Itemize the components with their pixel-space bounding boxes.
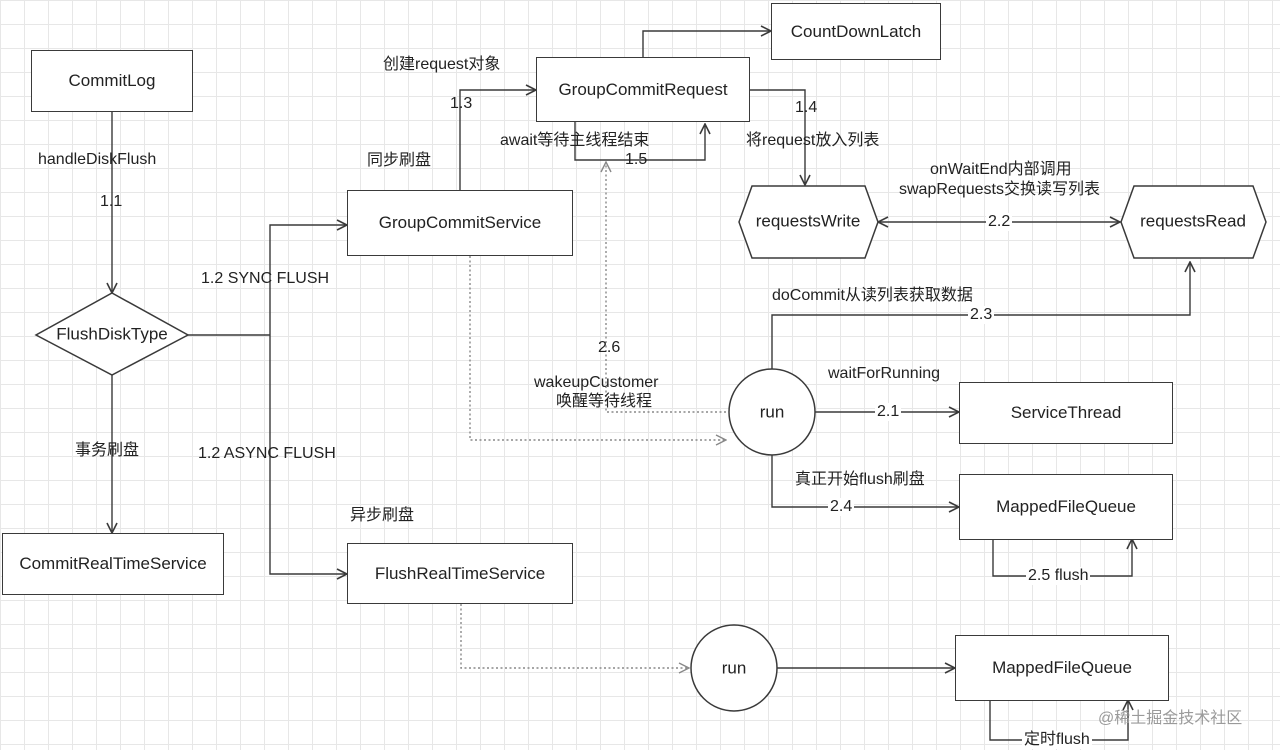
edge-async-flushrealtime — [269, 335, 347, 574]
edge-countdownlatch — [642, 31, 771, 57]
node-requestswrite — [738, 185, 879, 259]
label-async-flush: 1.2 ASYNC FLUSH — [198, 445, 336, 462]
node-requestswrite-label: requestsWrite — [756, 211, 861, 230]
label-step-2-1: 2.1 — [875, 403, 902, 421]
label-real-flush-start: 真正开始flush刷盘 — [795, 471, 925, 488]
node-run-sync-label: run — [760, 402, 785, 421]
edge-sync-groupcommitservice — [269, 225, 347, 335]
node-countdownlatch: CountDownLatch — [771, 3, 941, 60]
label-sync-flush: 1.2 SYNC FLUSH — [201, 270, 330, 287]
label-wait-for-running: waitForRunning — [828, 365, 941, 382]
watermark: @稀土掘金技术社区 — [1098, 710, 1243, 727]
node-requestsread-label: requestsRead — [1140, 211, 1246, 230]
label-step-2-3: 2.3 — [968, 306, 995, 324]
label-create-request: 创建request对象 — [383, 56, 501, 73]
label-handle-disk-flush: handleDiskFlush — [38, 151, 157, 168]
label-wakeup-customer: wakeupCustomer — [534, 374, 659, 391]
node-commitrealtimeservice: CommitRealTimeService — [2, 533, 224, 595]
node-flushdisktype — [34, 292, 190, 376]
label-do-commit: doCommit从读列表获取数据 — [772, 287, 973, 304]
label-timed-flush: 定时flush — [1022, 731, 1092, 749]
label-step-1-5: 1.5 — [625, 151, 648, 168]
node-flushrealtimeservice: FlushRealTimeService — [347, 543, 573, 604]
edge-dotted-flushrealtime-run — [460, 604, 689, 668]
label-transaction-flush: 事务刷盘 — [75, 442, 140, 459]
edge-1-5 — [574, 122, 705, 161]
label-put-request: 将request放入列表 — [746, 132, 880, 149]
edge-1-3 — [459, 90, 536, 190]
label-step-2-2: 2.2 — [986, 213, 1013, 231]
node-run-async — [690, 624, 778, 712]
node-commitlog: CommitLog — [31, 50, 193, 112]
node-requestsread — [1120, 185, 1267, 259]
label-sync-disk-flush: 同步刷盘 — [367, 152, 432, 169]
label-wakeup-waiting: 唤醒等待线程 — [556, 393, 653, 410]
node-mappedfilequeue-async: MappedFileQueue — [955, 635, 1169, 701]
label-on-wait-end: onWaitEnd内部调用 — [930, 161, 1072, 178]
edge-1-4 — [750, 89, 805, 185]
label-await-main: await等待主线程结束 — [500, 132, 650, 149]
node-mappedfilequeue-sync: MappedFileQueue — [959, 474, 1173, 540]
label-step-1-4: 1.4 — [795, 99, 818, 116]
node-run-async-label: run — [722, 658, 747, 677]
node-flushdisktype-label: FlushDiskType — [56, 324, 167, 343]
node-groupcommitservice: GroupCommitService — [347, 190, 573, 256]
label-async-disk-flush: 异步刷盘 — [350, 507, 415, 524]
node-groupcommitrequest: GroupCommitRequest — [536, 57, 750, 122]
label-step-2-5: 2.5 flush — [1026, 567, 1091, 585]
node-run-sync — [728, 368, 816, 456]
label-step-1-3: 1.3 — [450, 95, 473, 112]
label-step-1-1: 1.1 — [100, 193, 123, 210]
node-servicethread: ServiceThread — [959, 382, 1173, 444]
edge-2-4 — [771, 450, 959, 507]
label-swap-requests: swapRequests交换读写列表 — [899, 181, 1100, 198]
label-step-2-6: 2.6 — [598, 339, 621, 356]
label-step-2-4: 2.4 — [828, 498, 855, 516]
